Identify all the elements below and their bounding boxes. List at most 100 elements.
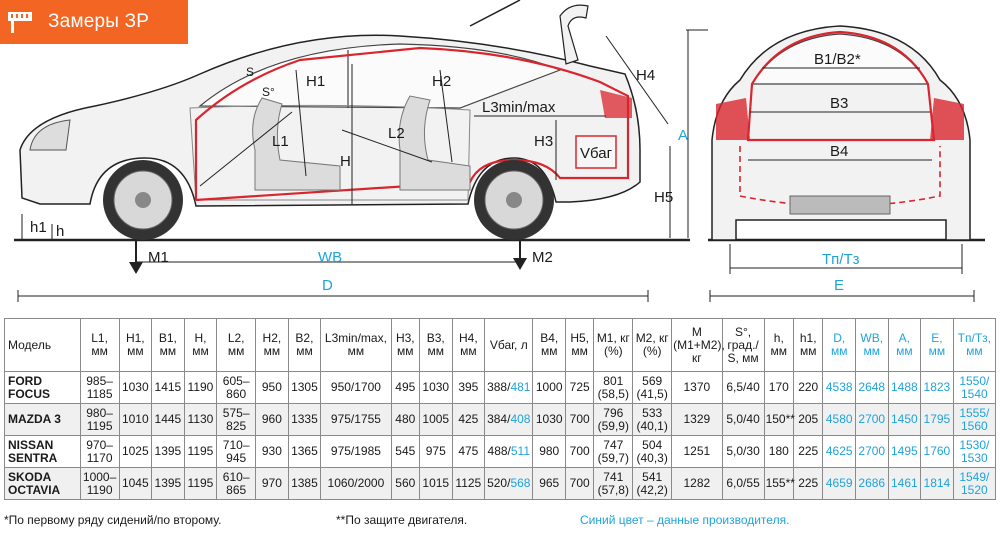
cell-l2: 605–860 (216, 371, 257, 404)
label-b1b2: B1/B2* (814, 51, 861, 68)
cell-l1: 985–1185 (79, 371, 120, 404)
label-h4: H4 (636, 67, 655, 84)
cell-b1: 1395 (151, 435, 185, 468)
cell-h: 1195 (183, 467, 218, 500)
cell-h2: 950 (255, 371, 289, 404)
cell-l3: 1060/2000 (320, 467, 392, 500)
col-h: H, мм (183, 318, 218, 372)
label-h: H (340, 153, 351, 170)
cell-m: 1282 (671, 467, 723, 500)
cell-h-ground: 155** (763, 467, 795, 500)
cell-h4: 425 (451, 403, 486, 436)
cell-a: 1488 (887, 371, 922, 404)
cell-t: 1555/ 1560 (952, 403, 997, 436)
cell-m1: 747 (59,7) (593, 435, 634, 468)
col-h4: H4, мм (451, 318, 486, 372)
col-m2: M2, кг (%) (632, 318, 673, 372)
cell-b3: 1015 (418, 467, 453, 500)
vbag-manufacturer: 511 (510, 444, 531, 458)
label-m1: M1 (148, 249, 169, 266)
col-b3: B3, мм (418, 318, 453, 372)
cell-b1: 1395 (151, 467, 185, 500)
cell-h3: 560 (390, 467, 420, 500)
col-s: S°, град./ S, мм (721, 318, 765, 372)
col-b2: B2, мм (287, 318, 322, 372)
cell-h-ground: 170 (763, 371, 795, 404)
label-h1-ground: h1 (30, 219, 47, 236)
col-b4: B4, мм (532, 318, 566, 372)
footnote-manufacturer-data: Синий цвет – данные производителя. (580, 513, 790, 527)
cell-d: 4659 (822, 467, 856, 500)
cell-b2: 1365 (287, 435, 322, 468)
front-wheel (103, 160, 183, 240)
cell-h2: 930 (255, 435, 289, 468)
vbag-measured: 388/ (487, 380, 511, 394)
cell-b4: 980 (532, 435, 566, 468)
col-b1: B1, мм (151, 318, 185, 372)
cell-e: 1823 (920, 371, 954, 404)
cell-m: 1329 (671, 403, 723, 436)
label-b4: B4 (830, 143, 848, 160)
col-m1: M1, кг (%) (593, 318, 634, 372)
cell-m1: 741 (57,8) (593, 467, 634, 500)
cell-h5: 700 (564, 467, 595, 500)
cell-model: FORD FOCUS (4, 371, 81, 404)
cell-m2: 504 (40,3) (632, 435, 673, 468)
cell-wb: 2686 (854, 467, 889, 500)
cell-m2: 569 (41,5) (632, 371, 673, 404)
cell-h4: 475 (451, 435, 486, 468)
cell-h1: 1010 (118, 403, 153, 436)
table-row: NISSAN SENTRA 970–1170 1025 1395 1195 71… (4, 435, 997, 468)
cell-b4: 1030 (532, 403, 566, 436)
cell-l1: 980–1195 (79, 403, 120, 436)
cell-model: NISSAN SENTRA (4, 435, 81, 468)
label-l2: L2 (388, 125, 405, 142)
cell-t: 1550/ 1540 (952, 371, 997, 404)
cell-h4: 395 (451, 371, 486, 404)
label-m2: M2 (532, 249, 553, 266)
cell-m1: 801 (58,5) (593, 371, 634, 404)
cell-h5: 700 (564, 435, 595, 468)
ruler-icon (8, 12, 32, 33)
vbag-measured: 384/ (487, 412, 511, 426)
label-s: S (246, 65, 254, 79)
cell-t: 1530/ 1530 (952, 435, 997, 468)
label-d: D (322, 277, 333, 294)
label-b3: B3 (830, 95, 848, 112)
cell-d: 4625 (822, 435, 856, 468)
cell-h: 1195 (183, 435, 218, 468)
cell-h: 1190 (183, 371, 218, 404)
cell-l3: 950/1700 (320, 371, 392, 404)
label-h-ground: h (56, 223, 64, 240)
side-view-car (19, 0, 641, 240)
col-e: E, мм (920, 318, 954, 372)
cell-s: 5,0/30 (721, 435, 765, 468)
cell-s: 5,0/40 (721, 403, 765, 436)
col-h3: H3, мм (390, 318, 420, 372)
cell-wb: 2700 (854, 435, 889, 468)
specs-table: Модель L1, мм H1, мм B1, мм H, мм L2, мм… (4, 318, 997, 500)
cell-l2: 610–865 (216, 467, 257, 500)
cell-b3: 975 (418, 435, 453, 468)
cell-h3: 495 (390, 371, 420, 404)
vbag-manufacturer: 481 (510, 380, 531, 394)
cell-b1: 1445 (151, 403, 185, 436)
col-m: M (M1+M2), кг (671, 318, 725, 372)
cell-s: 6,0/55 (721, 467, 765, 500)
col-model: Модель (4, 318, 81, 372)
cell-h3: 480 (390, 403, 420, 436)
cell-a: 1495 (887, 435, 922, 468)
cell-b3: 1005 (418, 403, 453, 436)
cell-b2: 1335 (287, 403, 322, 436)
label-a: A (678, 127, 688, 144)
cell-s: 6,5/40 (721, 371, 765, 404)
cell-h5: 725 (564, 371, 595, 404)
col-t: Tп/Tз, мм (952, 318, 997, 372)
cell-vbag: 388/481 (484, 371, 534, 404)
cell-b1: 1415 (151, 371, 185, 404)
col-l1: L1, мм (79, 318, 120, 372)
col-a: A, мм (887, 318, 922, 372)
cell-b2: 1305 (287, 371, 322, 404)
vbag-manufacturer: 408 (510, 412, 531, 426)
rear-wheel (474, 160, 554, 240)
